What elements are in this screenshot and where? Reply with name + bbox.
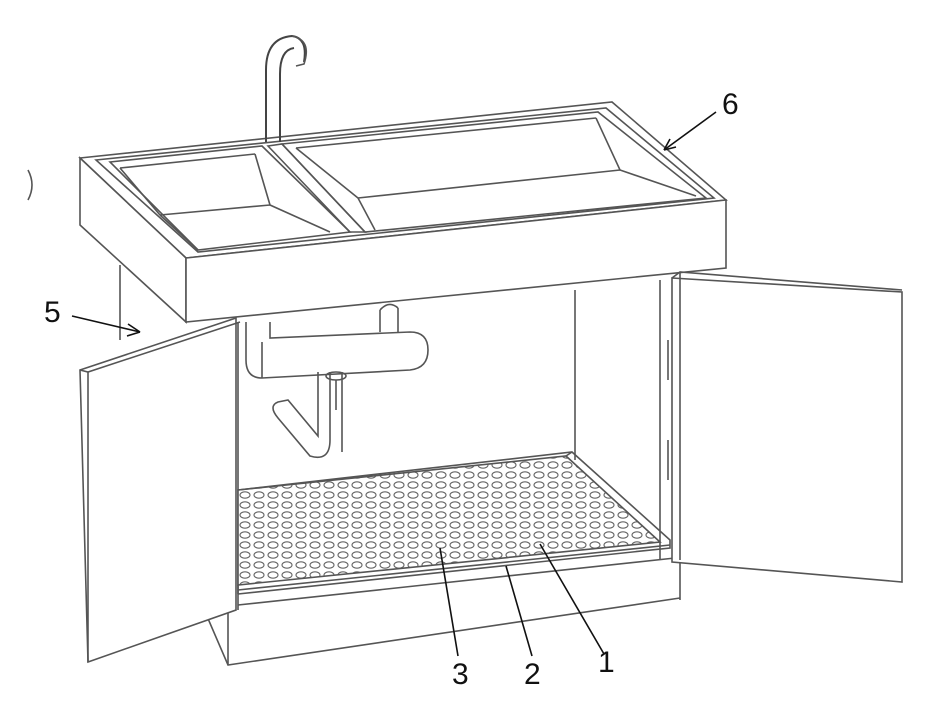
drip-tray <box>237 451 671 595</box>
left-door <box>79 316 241 664</box>
leader-lines <box>71 111 717 657</box>
leader-6 <box>663 111 717 151</box>
leader-2 <box>505 565 533 657</box>
faucet <box>265 34 308 142</box>
label-3: 3 <box>452 658 469 691</box>
right-door <box>667 271 903 583</box>
leader-3 <box>439 547 459 657</box>
label-5: 5 <box>44 296 61 329</box>
leader-1 <box>539 543 605 655</box>
leader-5 <box>71 315 141 333</box>
drain-pipes <box>245 303 429 459</box>
cabinet-body <box>119 265 681 666</box>
label-6: 6 <box>722 88 739 121</box>
label-2: 2 <box>524 658 541 691</box>
countertop <box>78 101 728 324</box>
right-basin <box>266 111 709 233</box>
stray-mark <box>27 169 33 201</box>
label-1: 1 <box>598 646 615 679</box>
